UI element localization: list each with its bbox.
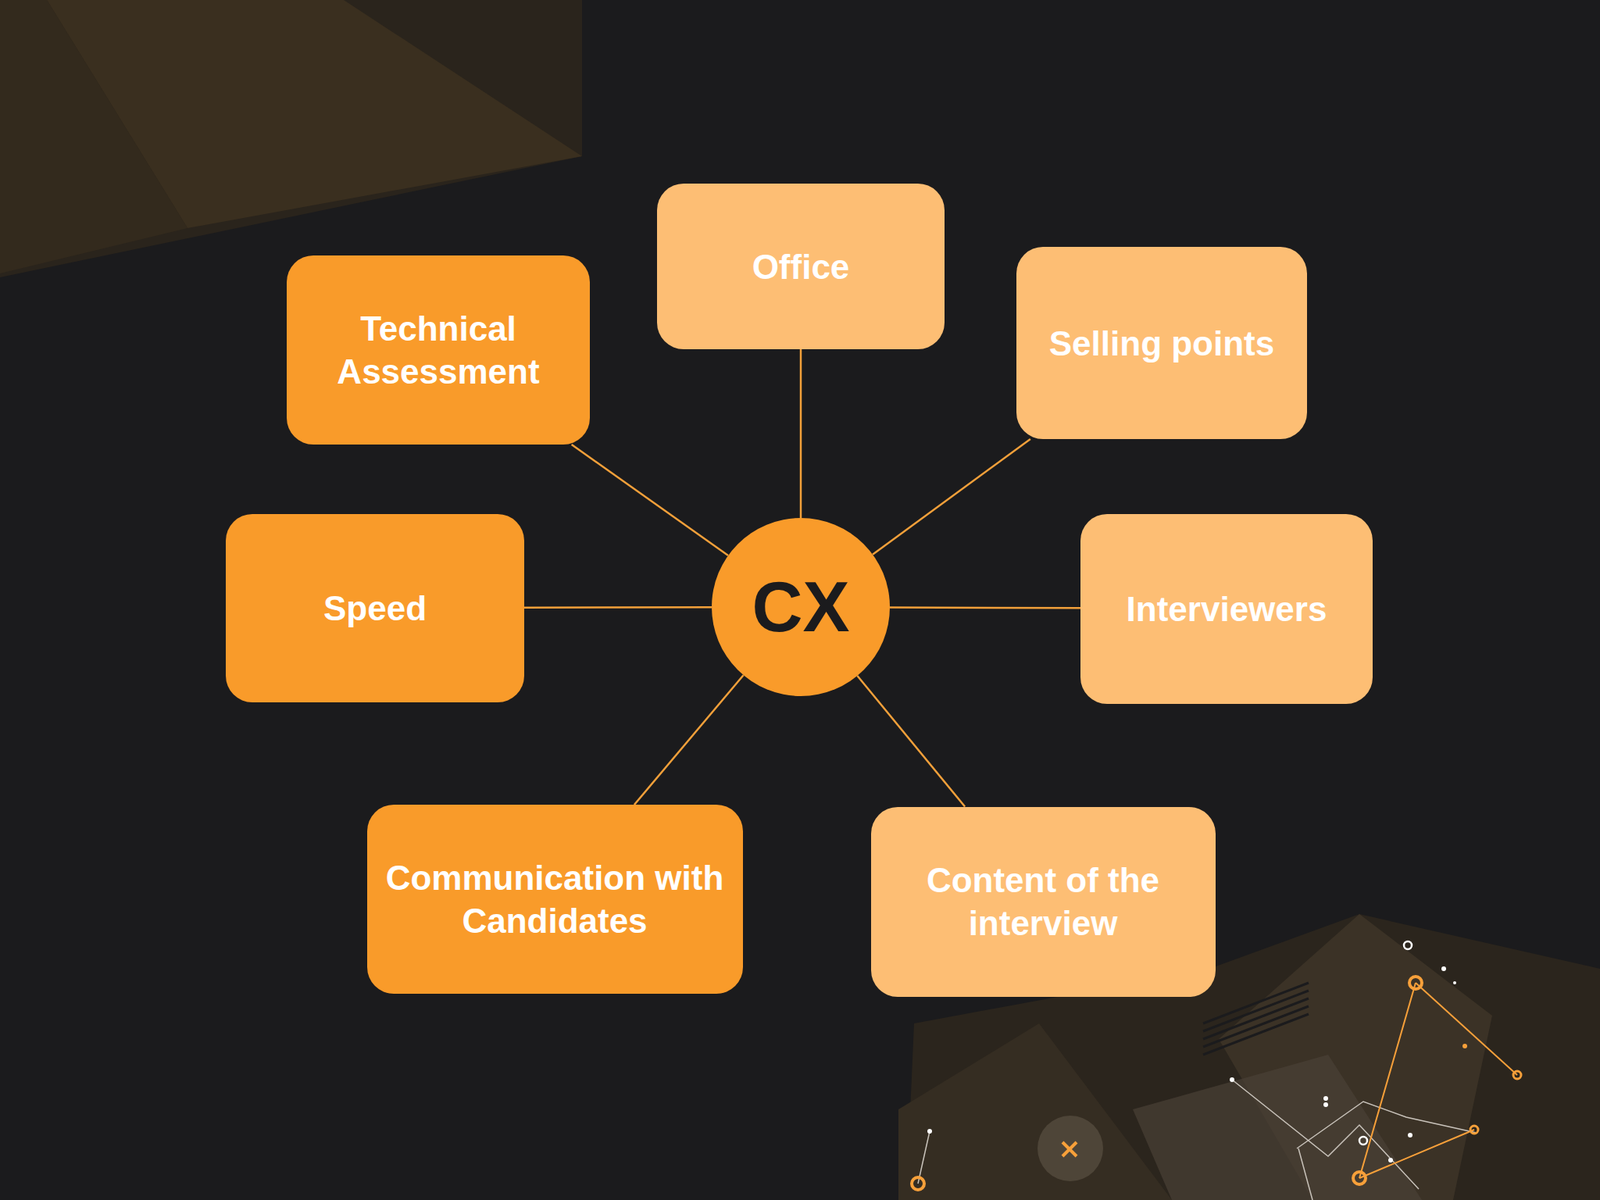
topic-label: Speed — [323, 586, 427, 630]
topic-label: Technical Assessment — [302, 307, 575, 393]
hub-circle-fill — [711, 517, 890, 697]
hub-label: CX — [751, 571, 850, 643]
topic-label: Office — [752, 245, 850, 289]
topic-box: Communication with Candidates — [367, 804, 743, 994]
topic-box: Technical Assessment — [286, 255, 590, 445]
topic-label: Interviewers — [1126, 587, 1328, 631]
topic-label: Communication with Candidates — [382, 856, 728, 943]
close-icon — [1062, 1142, 1077, 1157]
topic-box: Speed — [225, 514, 525, 703]
connector-line — [634, 675, 744, 805]
connector-line — [872, 439, 1031, 555]
corner-panel — [0, 0, 188, 274]
topic-box: Selling points — [1016, 246, 1308, 440]
topic-box: Interviewers — [1080, 514, 1373, 704]
connector-line — [800, 349, 803, 518]
connector-line — [524, 606, 712, 609]
connector-line — [571, 444, 729, 556]
network-lines — [917, 1079, 1477, 1200]
corner-panel — [1132, 1054, 1422, 1200]
hub-circle: CX — [711, 517, 890, 697]
corner-panel — [0, 0, 583, 278]
topic-box: Content of the interview — [871, 807, 1216, 997]
topic-box: Office — [657, 183, 945, 350]
connector-line — [857, 675, 965, 807]
hatch-lines — [1203, 982, 1309, 1055]
network-lines — [1359, 982, 1518, 1179]
topic-label: Selling points — [1049, 321, 1275, 365]
corner-panel — [898, 1023, 1172, 1200]
connector-line — [889, 606, 1081, 609]
topic-label: Content of the interview — [886, 858, 1200, 945]
icon-circle — [1037, 1115, 1104, 1182]
